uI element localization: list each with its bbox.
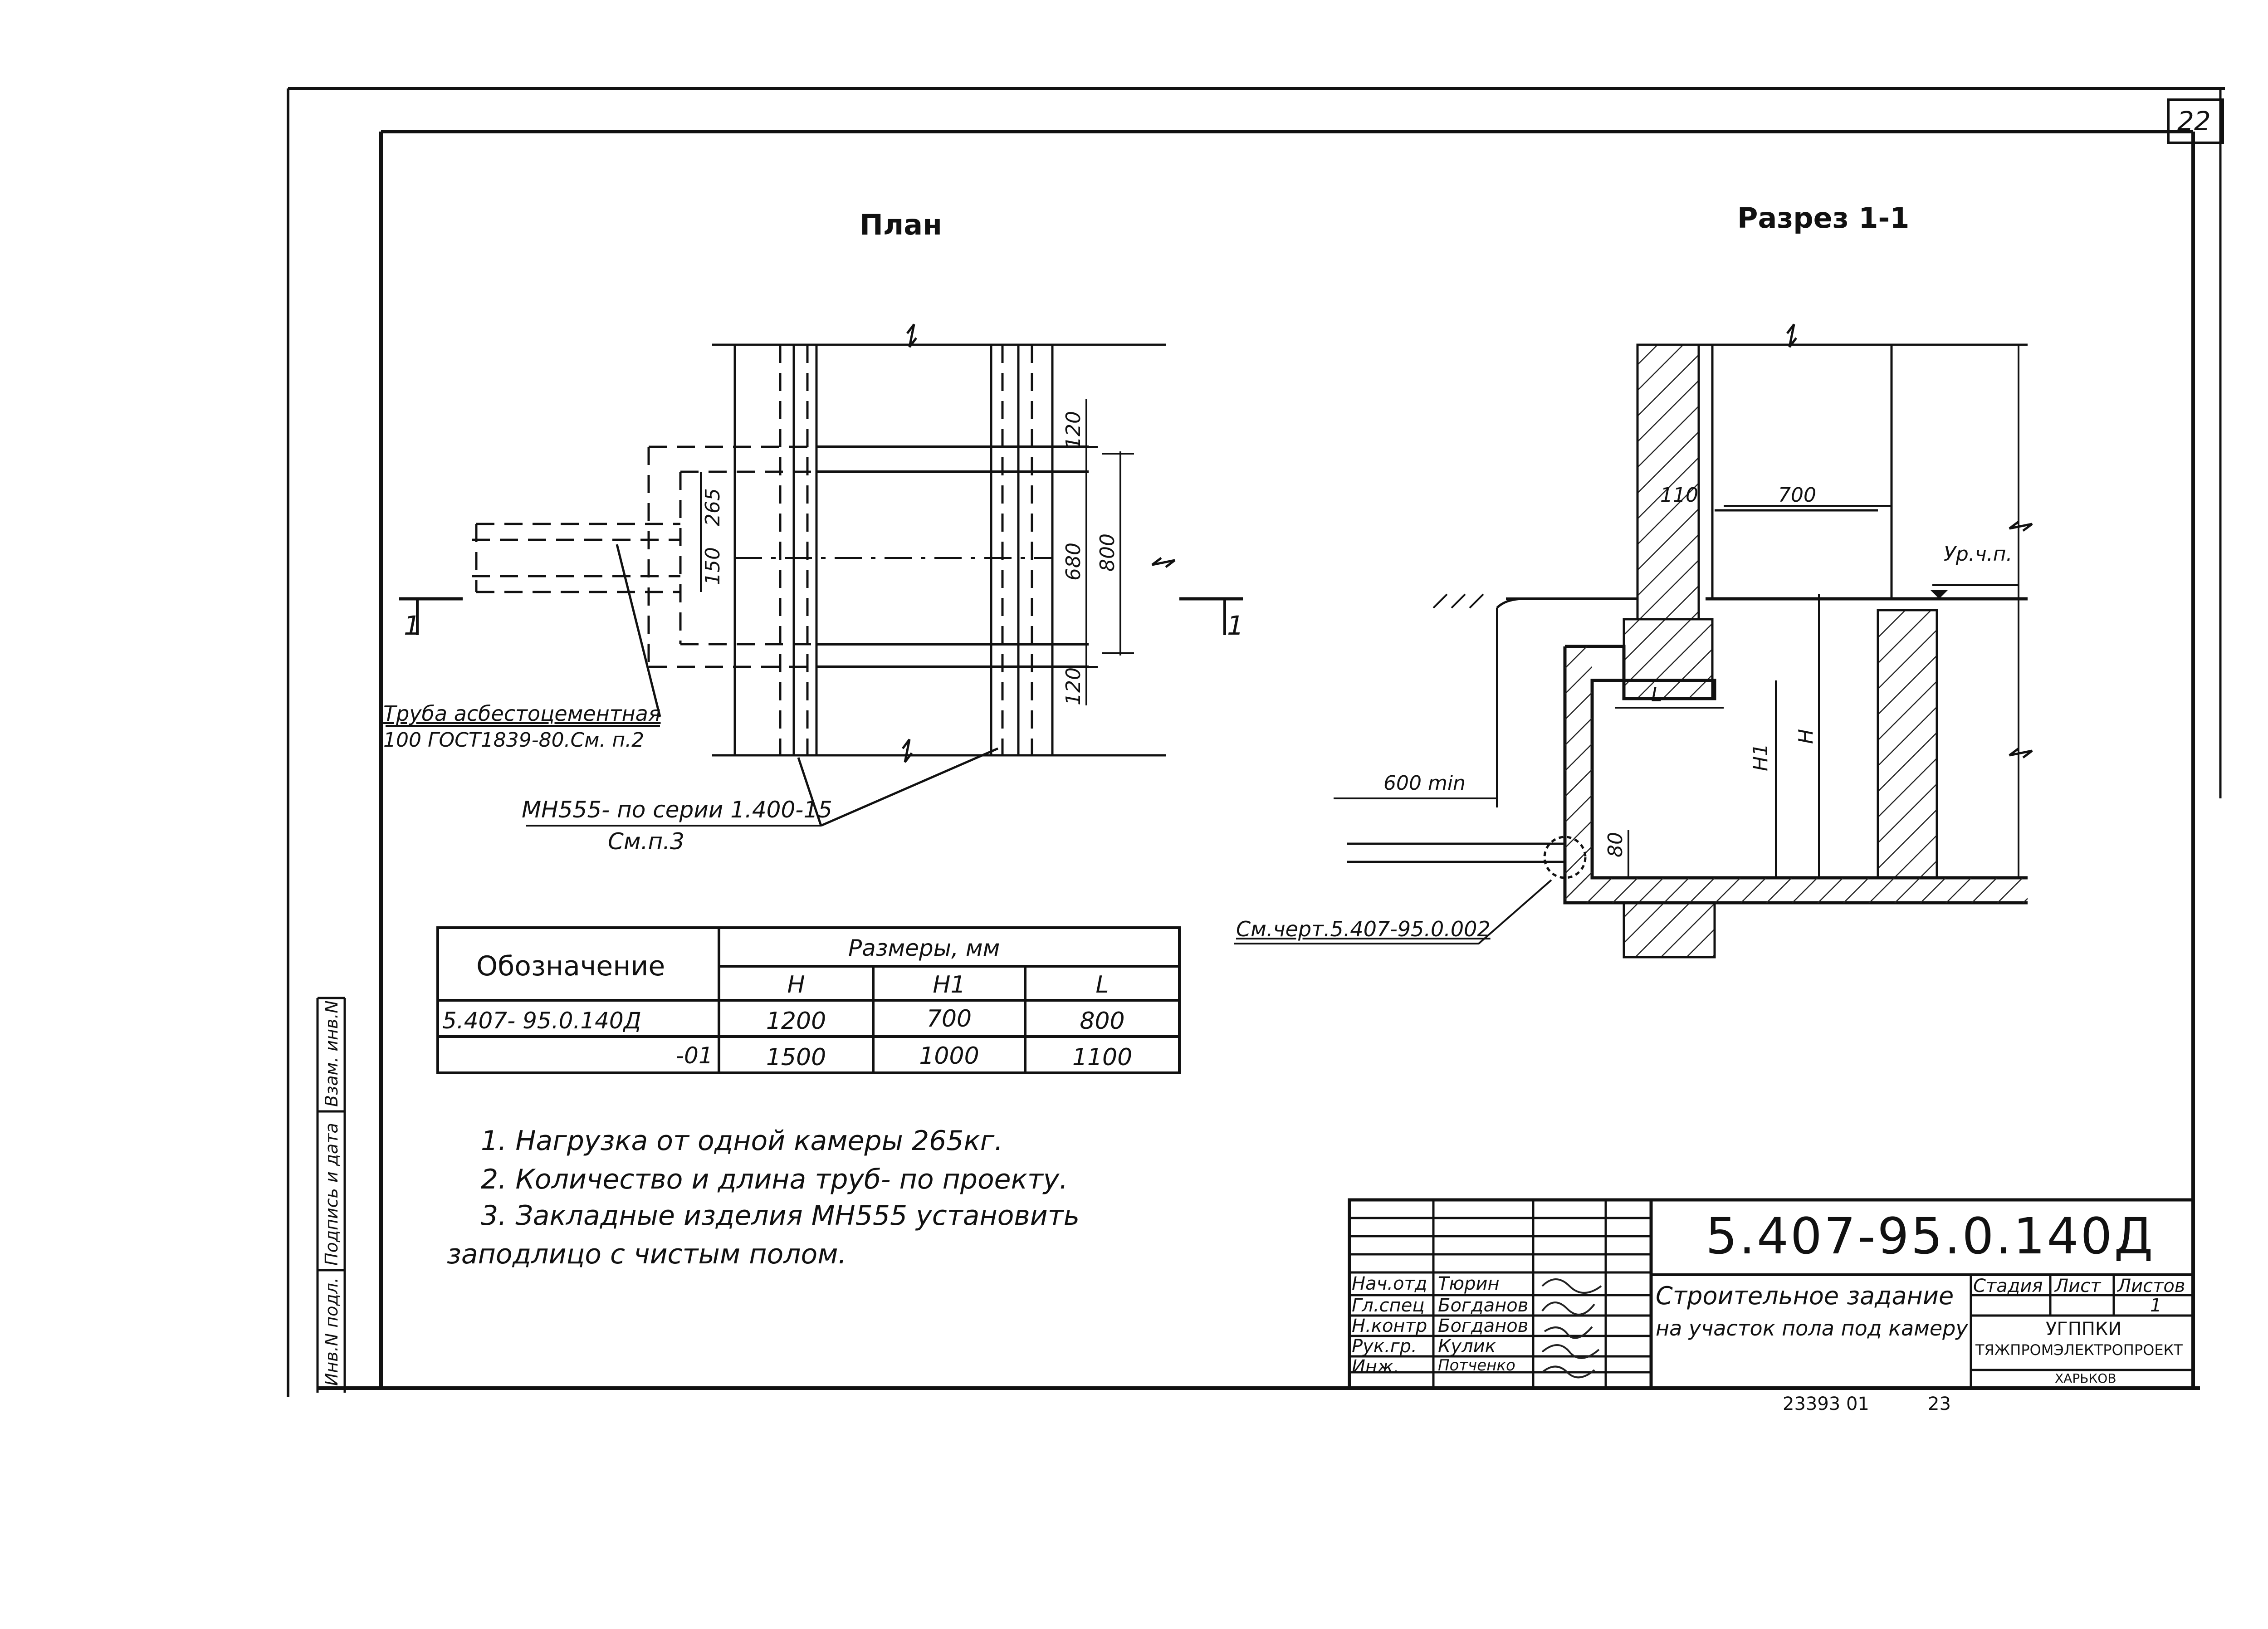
table-row-designation: 5.407- 95.0.140Д <box>442 1008 641 1034</box>
strip-replacement-inv: Взам. инв.N <box>322 1000 342 1107</box>
section-dim-110: 110 <box>1660 484 1698 507</box>
plan-dim-680: 680 <box>1062 543 1085 581</box>
org-line1: УГППКИ <box>2046 1319 2122 1340</box>
archive-number: 23393 01 <box>1783 1394 1869 1414</box>
person-name: Потченко <box>1438 1356 1515 1375</box>
table-header-designation: Обозначение <box>476 950 665 982</box>
plan-dim-265: 265 <box>701 488 724 526</box>
pipe-label-line2: 100 ГОСТ1839-80.См. п.2 <box>383 729 645 752</box>
plan-title: План <box>860 208 942 241</box>
sheet-number: 22 <box>2177 106 2211 137</box>
plan-dim-120-bottom: 120 <box>1062 667 1085 705</box>
person-role: Рук.гр. <box>1352 1336 1417 1357</box>
strip-signature-date: Подпись и дата <box>322 1123 342 1266</box>
note-1: 1. Нагрузка от одной камеры 265кг. <box>481 1125 1003 1157</box>
org-line3: ХАРЬКОВ <box>2055 1371 2116 1386</box>
section-reference: См.черт.5.407-95.0.002 <box>1236 917 1491 941</box>
floor-level-mark: Ур.ч.п. <box>1944 543 2013 566</box>
org-line2: ТЯЖПРОМЭЛЕКТРОПРОЕКТ <box>1975 1341 2183 1359</box>
table-cell: 1500 <box>766 1044 826 1071</box>
note-3-continuation: заподлицо с чистым полом. <box>447 1238 847 1270</box>
mh-label-line1: МН555- по серии 1.400-15 <box>522 797 832 823</box>
table-subheader-L: L <box>1095 971 1109 998</box>
section-title: Разрез 1-1 <box>1737 201 1910 235</box>
sheet-frame <box>287 87 2225 1397</box>
person-role: Гл.спец <box>1352 1295 1425 1316</box>
table-cell: 700 <box>926 1005 972 1032</box>
table-row-designation: -01 <box>676 1042 713 1069</box>
section-view <box>1234 323 2033 959</box>
person-name: Богданов <box>1438 1316 1529 1336</box>
pipe-label-line1: Труба асбестоцементная <box>383 701 661 726</box>
mh-label-line2: См.п.3 <box>608 828 684 855</box>
person-name: Тюрин <box>1438 1273 1500 1294</box>
table-subheader-H1: H1 <box>933 971 966 998</box>
section-dim-H: H <box>1794 729 1818 744</box>
person-name: Кулик <box>1438 1336 1496 1357</box>
person-name: Богданов <box>1438 1295 1529 1316</box>
signatures-icon <box>1541 1278 1602 1379</box>
table-subheader-H: H <box>787 971 805 998</box>
section-dim-L: L <box>1651 683 1662 706</box>
plan-dim-800: 800 <box>1096 533 1119 572</box>
table-cell: 1000 <box>919 1042 979 1070</box>
sheets-value: 1 <box>2150 1295 2162 1316</box>
drawing-code: 5.407-95.0.140Д <box>1706 1207 2155 1265</box>
section-dim-600: 600 min <box>1383 772 1466 795</box>
note-3: 3. Закладные изделия МН555 установить <box>481 1200 1080 1232</box>
table-header-sizes: Размеры, мм <box>848 935 1000 961</box>
person-role: Нач.отд <box>1352 1273 1427 1294</box>
stage-header: Стадия <box>1973 1276 2043 1296</box>
archive-page: 23 <box>1928 1394 1951 1414</box>
table-cell: 1100 <box>1072 1044 1133 1071</box>
sheets-header: Листов <box>2117 1276 2185 1296</box>
section-dim-700: 700 <box>1778 484 1816 507</box>
title-block-grid <box>1348 1198 2195 1390</box>
section-dim-80: 80 <box>1604 832 1627 857</box>
table-cell: 1200 <box>766 1008 826 1035</box>
section-dim-H1: H1 <box>1749 743 1772 771</box>
person-role: Инж. <box>1352 1356 1399 1377</box>
note-2: 2. Количество и длина труб- по проекту. <box>481 1164 1068 1195</box>
plan-section-mark-left: 1 <box>404 610 420 641</box>
description-line2: на участок пола под камеру <box>1656 1316 1968 1340</box>
plan-dim-150: 150 <box>701 547 724 585</box>
description-line1: Строительное задание <box>1656 1282 1954 1310</box>
plan-section-mark-right: 1 <box>1227 610 1244 641</box>
strip-original-inv: Инв.N подл. <box>322 1277 342 1386</box>
sheet-header: Лист <box>2055 1276 2101 1296</box>
plan-view <box>386 323 1243 827</box>
person-role: Н.контр <box>1352 1316 1427 1336</box>
sizes-table-grid <box>436 926 1181 1074</box>
plan-dim-120-top: 120 <box>1062 411 1085 449</box>
table-cell: 800 <box>1080 1008 1125 1035</box>
